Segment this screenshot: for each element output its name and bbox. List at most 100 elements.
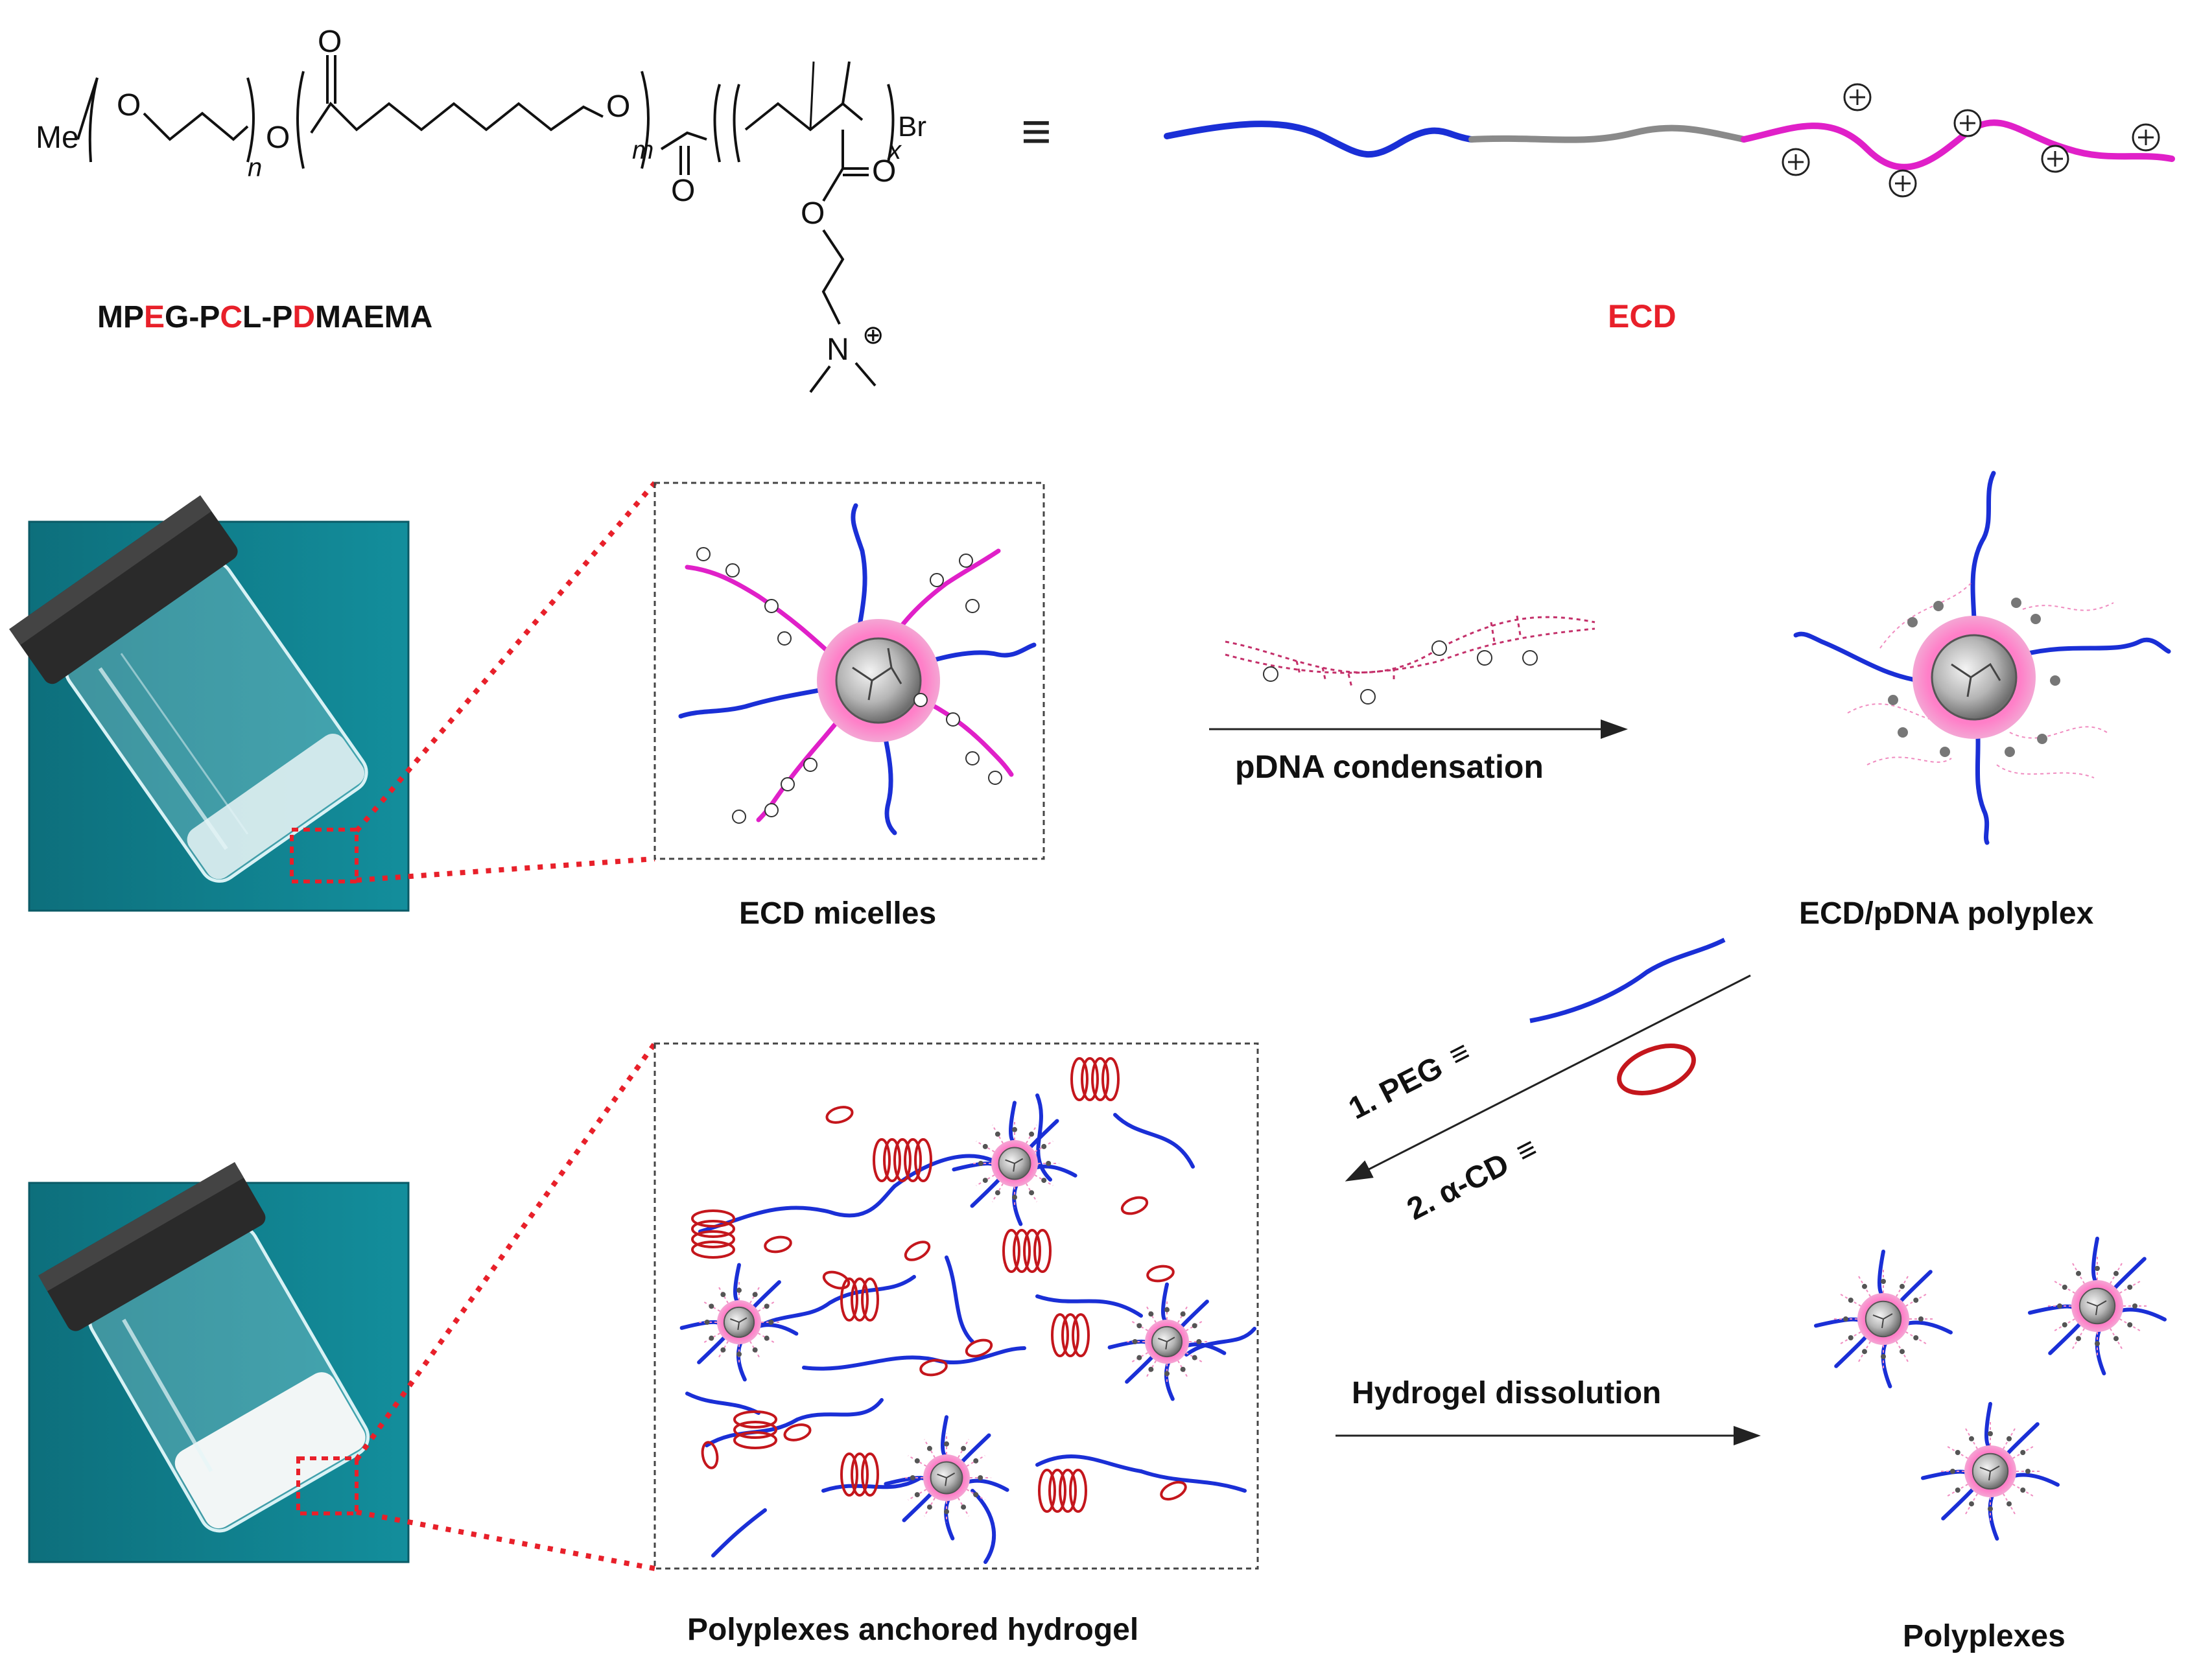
cd-ring-stack (1002, 1229, 1052, 1273)
alpha-cd-ring-icon (825, 1106, 854, 1124)
zoom-region-marker (296, 1456, 359, 1515)
polyplex-particle (679, 1263, 799, 1382)
ecd-pdna-polyplex (1793, 471, 2171, 845)
bromine-atom: Br (898, 111, 926, 143)
oxygen-atom: O (606, 89, 630, 124)
peg-chain (821, 1476, 923, 1493)
peg-chain-icon (1529, 937, 1726, 1023)
plus-charge-icon (1843, 83, 1872, 111)
polyplex-caption: ECD/pDNA polyplex (1799, 896, 2094, 931)
equivalence-symbol: ≡ (1444, 1034, 1476, 1073)
oxygen-atom: O (266, 121, 290, 155)
plus-charge-icon (1953, 109, 1982, 137)
polyplex-particle (1814, 1250, 1953, 1388)
peg-segment (1397, 127, 1475, 146)
alpha-cd-ring-icon (1120, 1196, 1149, 1215)
peg-step-label: 1. PEG (1343, 1050, 1448, 1126)
cd-ring-stack (840, 1452, 879, 1497)
polymer-name-part: MP (97, 300, 144, 334)
polyplex-particle (2028, 1237, 2167, 1375)
hydrogel-network (679, 1057, 1256, 1564)
cd-ring-stack (1038, 1469, 1087, 1513)
vial-photo-1 (9, 495, 410, 912)
peg-chain (1184, 1327, 1256, 1357)
polymer-name-part: E (144, 300, 165, 334)
plus-charge-icon (2041, 145, 2069, 173)
ecd-chain-diagram (1164, 119, 2175, 170)
cd-ring-stack (840, 1278, 879, 1322)
alpha-cd-ring-icon (1160, 1480, 1187, 1501)
alpha-cd-ring-icon (1617, 1044, 1696, 1095)
peg-chain (711, 1508, 767, 1558)
polymer-name-part: MAEMA (315, 300, 432, 334)
ecd-charges (1782, 83, 2160, 198)
cd-step-label: 2. α-CD (1402, 1147, 1514, 1227)
peg-chain (1113, 1113, 1195, 1169)
plus-charge-icon (1889, 169, 1917, 198)
alpha-cd-ring-icon (919, 1359, 948, 1377)
peg-chain (685, 1392, 760, 1415)
equivalence-symbol: ≡ (1021, 102, 1052, 160)
cd-ring-stack (1051, 1313, 1090, 1357)
assembly-arrow (1345, 974, 1751, 1182)
peg-chain (1035, 1294, 1143, 1318)
carbonyl-oxygen: O (671, 174, 695, 208)
alpha-cd-ring-icon (701, 1441, 719, 1469)
hydrogel-zoom-box (653, 1042, 1259, 1570)
polymer-name-part: C (220, 300, 242, 334)
zoom-line (356, 856, 655, 883)
cd-ring-stack (733, 1410, 777, 1449)
cd-ring-stack (691, 1209, 735, 1259)
minus-charge-icon (1263, 640, 1538, 705)
polymer-name: MPEG-PCL-PDMAEMA (97, 300, 432, 334)
oxygen-atom: O (117, 88, 141, 122)
alpha-cd-ring-icon (965, 1338, 993, 1358)
ester-oxygen: O (872, 154, 896, 189)
alpha-cd-ring-icon (783, 1423, 812, 1441)
free-polyplexes (1814, 1237, 2167, 1541)
ester-oxygen: O (801, 196, 825, 231)
positive-charge: ⊕ (862, 321, 884, 349)
peg-chain (1035, 1454, 1143, 1473)
alpha-cd-ring-icon (822, 1270, 851, 1290)
plus-charge-icon (696, 547, 1002, 824)
glass-vial (38, 1161, 370, 1533)
micelle-zoom-box (653, 482, 1045, 860)
peg-segment (1164, 121, 1404, 158)
alpha-cd-ring-icon (764, 1235, 792, 1254)
charge-dots (1888, 598, 2060, 757)
polyplex-particle (884, 1415, 1009, 1541)
peg-chain (802, 1346, 1026, 1371)
subscript-n: n (248, 154, 262, 182)
dissolution-label: Hydrogel dissolution (1352, 1376, 1661, 1410)
peg-chain (698, 1184, 897, 1233)
ecd-micelle (678, 503, 1037, 835)
methyl-label: Me (36, 121, 79, 155)
alpha-cd-ring-icon (904, 1241, 931, 1261)
peg-chain (971, 1489, 996, 1564)
polymer-name-part: L-P (242, 300, 292, 334)
plus-charge-icon (1782, 148, 1810, 176)
cd-ring-stack (1070, 1057, 1120, 1101)
subscript-x: x (887, 136, 902, 165)
vial-photo-2 (28, 1161, 410, 1563)
polyplex-particle (1921, 1402, 2060, 1541)
chemical-structure: Me O n O O O m O x Br O O N ⊕ (36, 25, 926, 393)
pdna-strand (1225, 615, 1595, 705)
nitrogen-atom: N (827, 332, 849, 367)
polyplex-particle (952, 1101, 1077, 1226)
glass-vial (9, 495, 368, 883)
alpha-cd-ring-icon (1146, 1265, 1175, 1283)
plus-charge-icon (2132, 123, 2160, 152)
hydrogel-caption: Polyplexes anchored hydrogel (687, 1613, 1138, 1647)
pcl-segment (1468, 124, 1747, 143)
polyplex-particle (1107, 1282, 1227, 1401)
subscript-m: m (632, 136, 653, 165)
polyplexes-caption: Polyplexes (1903, 1619, 2066, 1653)
ecd-label: ECD (1608, 298, 1677, 334)
polymer-name-part: D (292, 300, 315, 334)
cd-ring-stack (873, 1138, 932, 1182)
polymer-name-part: G-P (165, 300, 220, 334)
